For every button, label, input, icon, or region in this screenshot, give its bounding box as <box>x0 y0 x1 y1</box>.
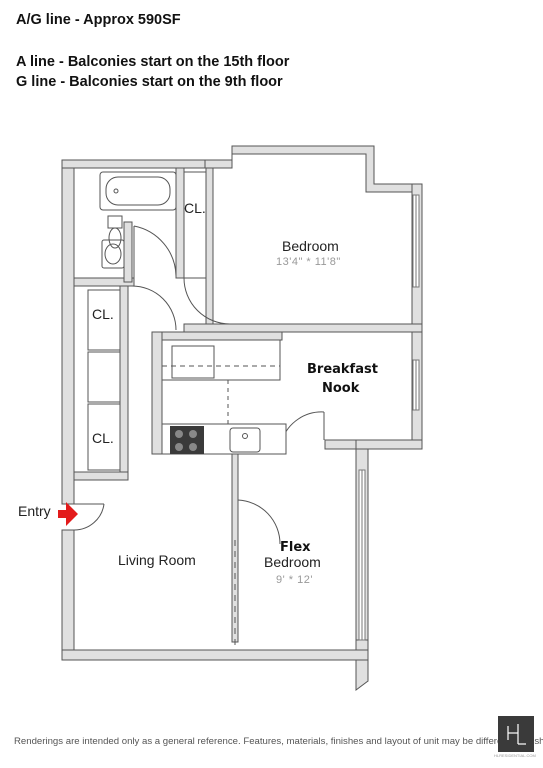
entry-door-swing <box>73 503 105 531</box>
closet-label-bedroom: CL. <box>184 200 206 216</box>
bottom-wall <box>61 649 369 661</box>
closet-label-lower: CL. <box>92 430 114 446</box>
hl-logo <box>498 716 534 752</box>
bath-door-swing <box>133 225 177 277</box>
entry-arrow-icon <box>58 502 78 526</box>
bath-sink <box>101 239 125 269</box>
bedroom-label: Bedroom <box>282 238 339 254</box>
flex-dims: 9' * 12' <box>276 574 313 586</box>
hl-logo-mark <box>507 724 526 745</box>
breakfast-label: Breakfast <box>307 362 378 377</box>
a-line-note: A line - Balconies start on the 15th flo… <box>16 54 290 70</box>
bedroom-bottom-wall <box>183 323 423 333</box>
g-line-note: G line - Balconies start on the 9th floo… <box>16 74 283 90</box>
plan-title: A/G line - Approx 590SF <box>16 12 181 28</box>
flex-label: Flex <box>280 540 311 555</box>
top-wall-left <box>61 159 211 169</box>
left-wall-upper <box>61 159 75 505</box>
closet-label-upper: CL. <box>92 306 114 322</box>
toilet <box>107 215 123 229</box>
entry-label: Entry <box>18 503 51 519</box>
stove-icon <box>170 426 204 454</box>
bedroom-dims: 13'4" * 11'8" <box>276 256 341 268</box>
flex-bedroom-label: Bedroom <box>264 554 321 570</box>
nook-label: Nook <box>322 381 360 396</box>
nook-door-swing <box>281 411 325 441</box>
logo-caption: HLRESIDENTIAL.COM <box>494 753 536 758</box>
disclaimer: Renderings are intended only as a genera… <box>14 736 543 747</box>
bathtub <box>99 171 177 211</box>
kitchen-sink <box>229 427 261 453</box>
living-room-label: Living Room <box>118 552 196 568</box>
